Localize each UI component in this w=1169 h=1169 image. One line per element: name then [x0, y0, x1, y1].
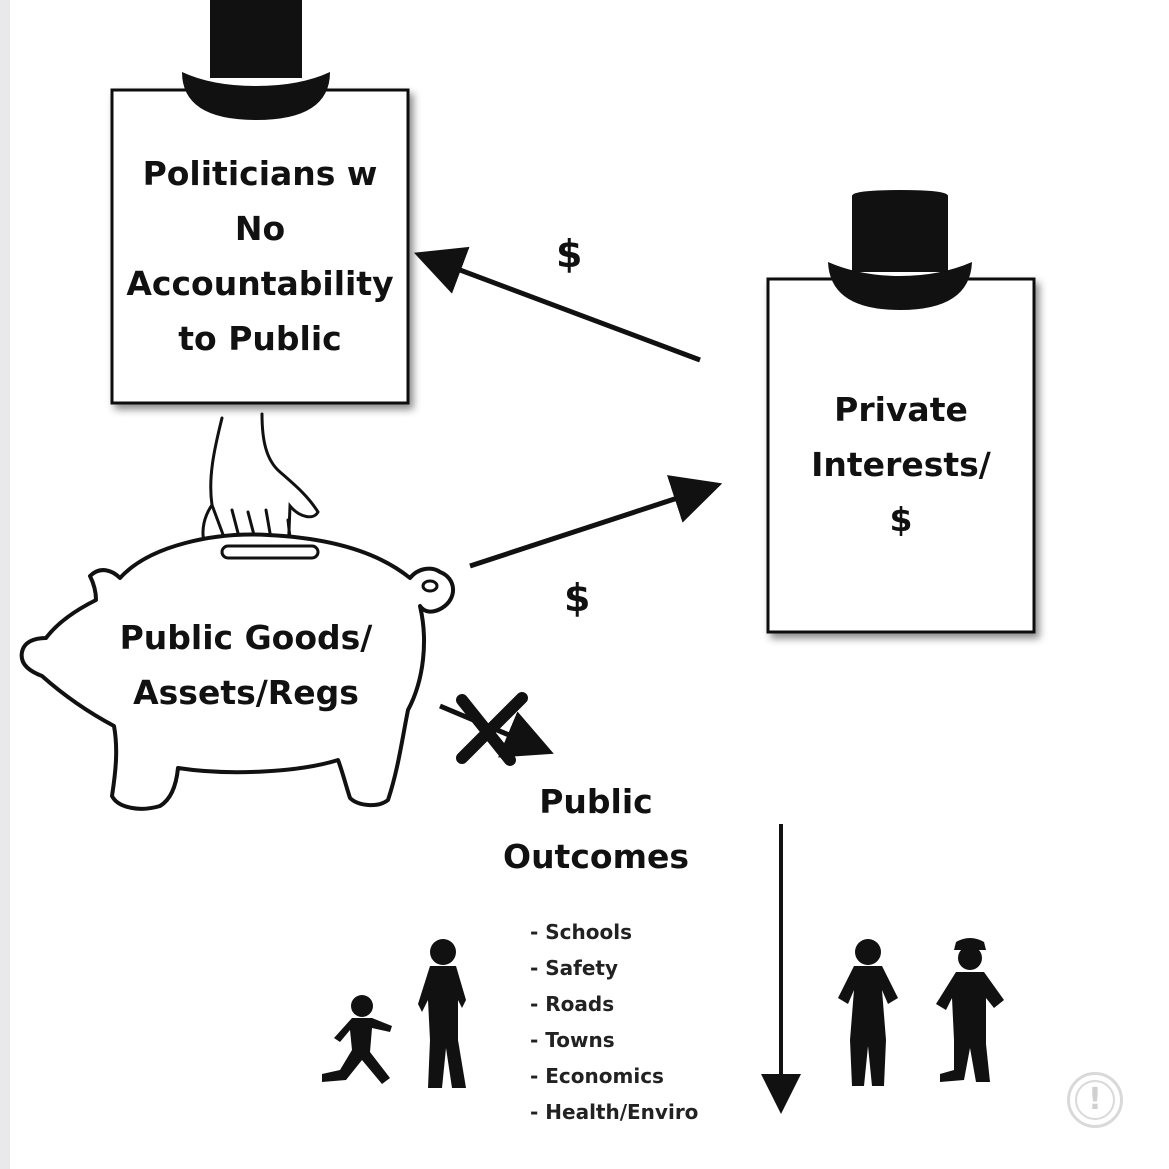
top-hat-icon: [182, 0, 330, 120]
private-interests-label: Private Interests/ $: [768, 382, 1034, 547]
piggy-eye: [421, 579, 439, 593]
coin-slot: [220, 544, 320, 560]
flow-label-to-politicians: $: [556, 232, 583, 276]
person-silhouette-icon: [322, 995, 392, 1084]
list-item: Economics: [530, 1058, 698, 1094]
label-line: Politicians w: [142, 154, 378, 193]
person-silhouette-icon: [838, 939, 898, 1086]
flow-label-to-private: $: [564, 576, 591, 620]
label-line: Private: [834, 390, 968, 429]
list-item: Health/Enviro: [530, 1094, 698, 1130]
person-silhouette-icon: [936, 938, 1004, 1082]
label-line: $: [889, 500, 913, 539]
label-line: Outcomes: [503, 837, 689, 876]
label-line: Interests/: [811, 445, 991, 484]
label-line: to Public: [178, 319, 342, 358]
private-interests-box: [766, 277, 1036, 634]
window-edge: [0, 0, 10, 1169]
alert-icon[interactable]: !: [1067, 1072, 1123, 1128]
politicians-box: [110, 88, 410, 405]
money-flow-arrow: [469, 475, 723, 569]
list-item: Towns: [530, 1022, 698, 1058]
list-item: Roads: [530, 986, 698, 1022]
label-line: No: [234, 209, 286, 248]
label-line: Assets/Regs: [133, 673, 359, 712]
money-flow-arrow: [413, 246, 701, 363]
label-line: Accountability: [126, 264, 394, 303]
politicians-label: Politicians w No Accountability to Publi…: [112, 146, 408, 366]
person-silhouette-icon: [418, 939, 466, 1088]
public-outcomes-title: Public Outcomes: [480, 774, 712, 884]
label-line: Public Goods/: [119, 618, 373, 657]
list-item: Schools: [530, 914, 698, 950]
piggy-bank-icon: [19, 532, 455, 811]
top-hat-icon: [828, 190, 972, 310]
public-outcomes-list: Schools Safety Roads Towns Economics Hea…: [530, 914, 698, 1130]
label-line: Public: [539, 782, 653, 821]
crossed-arrow-icon: [439, 692, 554, 766]
piggy-bank-label: Public Goods/ Assets/Regs: [76, 610, 416, 720]
list-item: Safety: [530, 950, 698, 986]
